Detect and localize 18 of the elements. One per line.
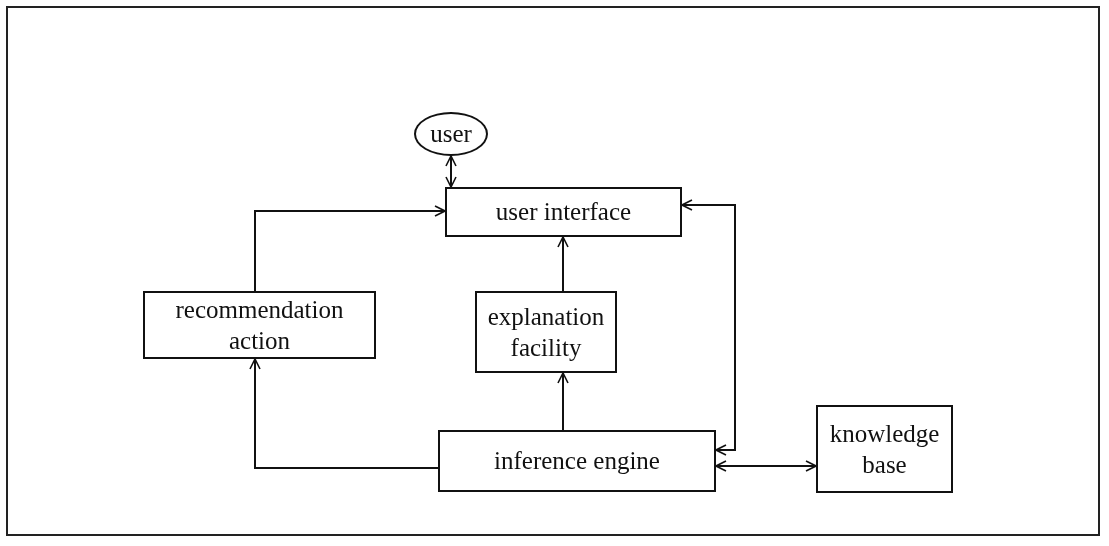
- node-label: knowledge base: [828, 418, 941, 480]
- arrow: [557, 372, 569, 431]
- node-label: recommendation action: [174, 294, 345, 356]
- node-label: explanation facility: [486, 301, 606, 363]
- process-box: [438, 430, 716, 492]
- arrow: [445, 155, 457, 188]
- arrow: [557, 236, 569, 292]
- process-box: [475, 291, 617, 373]
- node-label: inference engine: [494, 446, 660, 477]
- arrow: [249, 358, 439, 469]
- process-box: [143, 291, 376, 359]
- node-label: user interface: [495, 197, 632, 228]
- process-box: [816, 405, 953, 493]
- arrow: [681, 199, 736, 456]
- arrow: [715, 460, 817, 472]
- process-box: [445, 187, 682, 237]
- node-label: user: [430, 119, 472, 150]
- arrow: [254, 205, 446, 292]
